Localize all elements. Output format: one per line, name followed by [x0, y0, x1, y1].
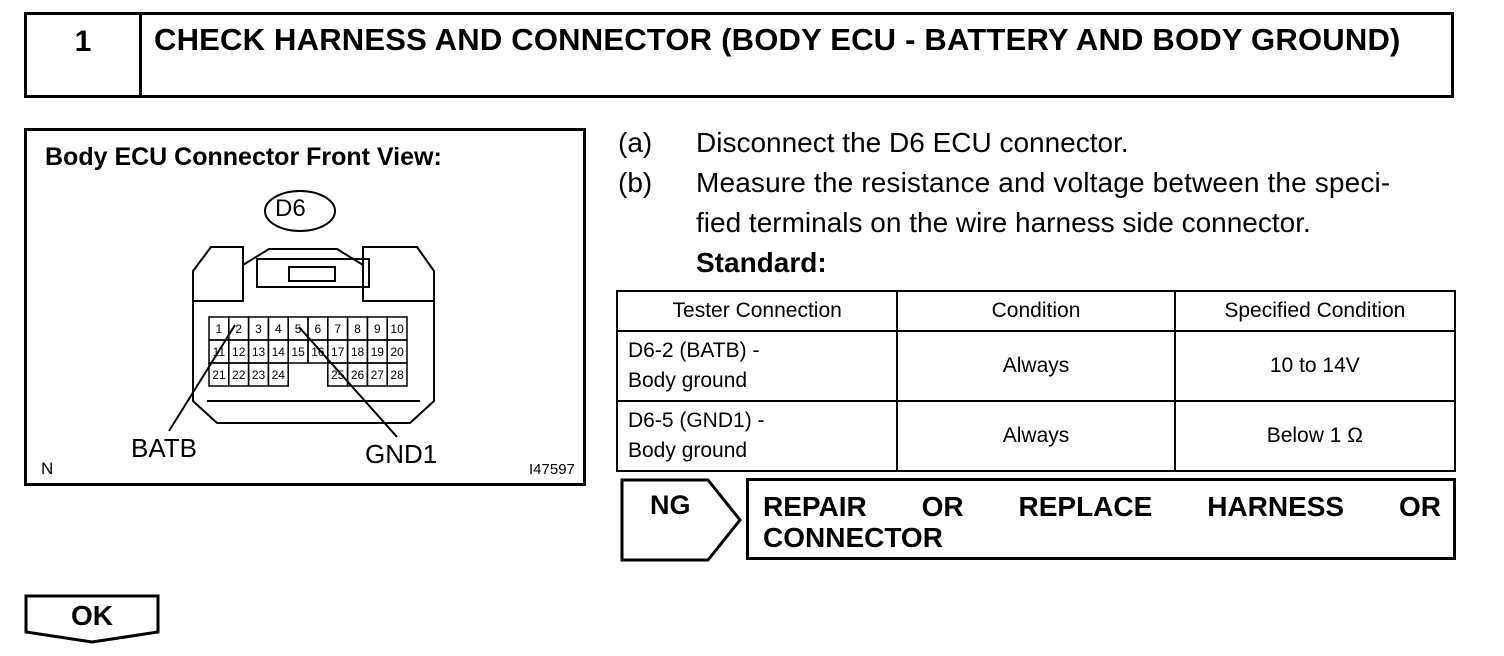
standard-label: Standard:	[696, 247, 827, 278]
terminal-number: 2	[235, 322, 242, 336]
specified-condition-cell: 10 to 14V	[1173, 330, 1457, 402]
terminal-number: 15	[291, 345, 305, 359]
step-header: 1 CHECK HARNESS AND CONNECTOR (BODY ECU …	[24, 12, 1454, 98]
ng-action-line2: CONNECTOR	[763, 522, 943, 553]
terminal-number: 13	[252, 345, 266, 359]
label-gnd1: GND1	[365, 439, 438, 469]
terminal-number: 20	[390, 345, 404, 359]
ng-arrow-shape	[620, 478, 742, 562]
terminal-number: 22	[232, 368, 246, 382]
terminal-number: 24	[272, 368, 286, 382]
figure-id: I47597	[529, 461, 575, 478]
connector-id-label: D6	[275, 195, 306, 222]
table-header-row: Tester Connection Condition Specified Co…	[615, 290, 1457, 332]
terminal-number: 21	[212, 368, 226, 382]
ng-action-word: REPAIR	[763, 491, 867, 522]
specified-condition-cell: Below 1 Ω	[1173, 400, 1457, 472]
ng-action-box: REPAIR OR REPLACE HARNESS OR CONNECTOR	[746, 478, 1456, 560]
terminal-cell	[267, 362, 289, 387]
ng-action-word: OR	[1399, 491, 1441, 522]
table-row: D6-5 (GND1) - Body ground Always Below 1…	[615, 400, 1457, 472]
ok-label: OK	[71, 600, 113, 631]
label-batb: BATB	[131, 433, 197, 463]
ng-action-word: OR	[921, 491, 964, 522]
terminal-number: 9	[374, 322, 381, 336]
header-tester-connection: Tester Connection	[615, 290, 899, 332]
terminal-cell	[386, 362, 408, 387]
step-title: CHECK HARNESS AND CONNECTOR (BODY ECU - …	[154, 22, 1401, 57]
batb-leader	[168, 324, 236, 432]
terminal-number: 19	[371, 345, 385, 359]
terminal-number: 4	[275, 322, 282, 336]
terminal-number: 16	[311, 345, 325, 359]
condition-cell: Always	[896, 330, 1176, 402]
ng-action-word: HARNESS	[1207, 491, 1345, 522]
standard-table: Tester Connection Condition Specified Co…	[615, 290, 1457, 472]
terminal-grid: 1234567891011121314151617181920212223242…	[208, 316, 408, 387]
ng-label: NG	[650, 490, 691, 520]
connector-drawing: 1234567891011121314151617181920212223242…	[168, 190, 435, 438]
instruction-marker: (a)	[618, 127, 653, 158]
tester-connection-cell: D6-2 (BATB) - Body ground	[615, 330, 899, 402]
terminal-number: 23	[252, 368, 266, 382]
instruction-marker: (b)	[618, 167, 653, 198]
connector-outline	[192, 246, 435, 424]
connection-line: Body ground	[628, 369, 748, 392]
terminal-number: 5	[295, 322, 302, 336]
terminal-number: 8	[354, 322, 361, 336]
connector-latch	[256, 258, 370, 288]
terminal-number: 12	[232, 345, 246, 359]
terminal-number: 26	[351, 368, 365, 382]
connection-line: Body ground	[628, 439, 748, 462]
terminal-number: 10	[390, 322, 404, 336]
instruction-text: Measure the resistance and voltage betwe…	[696, 167, 1391, 198]
terminal-number: 18	[351, 345, 365, 359]
instruction-text: fied terminals on the wire harness side …	[696, 207, 1311, 238]
terminal-number: 27	[371, 368, 385, 382]
header-condition: Condition	[896, 290, 1176, 332]
terminal-number: 3	[255, 322, 262, 336]
corner-n: N	[41, 459, 54, 478]
terminal-number: 14	[272, 345, 286, 359]
connector-id-oval	[264, 190, 336, 232]
connection-line: D6-2 (BATB) -	[628, 339, 760, 362]
terminal-number: 28	[390, 368, 404, 382]
table-row: D6-2 (BATB) - Body ground Always 10 to 1…	[615, 330, 1457, 402]
tester-connection-cell: D6-5 (GND1) - Body ground	[615, 400, 899, 472]
terminal-number: 7	[334, 322, 341, 336]
terminal-number: 6	[315, 322, 322, 336]
diagram-title: Body ECU Connector Front View:	[45, 143, 442, 171]
ng-action-line1: REPAIR OR REPLACE HARNESS OR	[763, 491, 1441, 522]
connection-line: D6-5 (GND1) -	[628, 409, 765, 432]
terminal-number: 25	[331, 368, 345, 382]
terminal-number: 17	[331, 345, 345, 359]
ng-action-word: REPLACE	[1018, 491, 1153, 522]
header-specified-condition: Specified Condition	[1173, 290, 1457, 332]
terminal-number: 1	[216, 322, 223, 336]
condition-cell: Always	[896, 400, 1176, 472]
instruction-text: Disconnect the D6 ECU connector.	[696, 127, 1129, 158]
ok-arrow-shape	[24, 594, 160, 644]
step-number: 1	[27, 15, 142, 95]
gnd1-leader	[298, 326, 398, 438]
